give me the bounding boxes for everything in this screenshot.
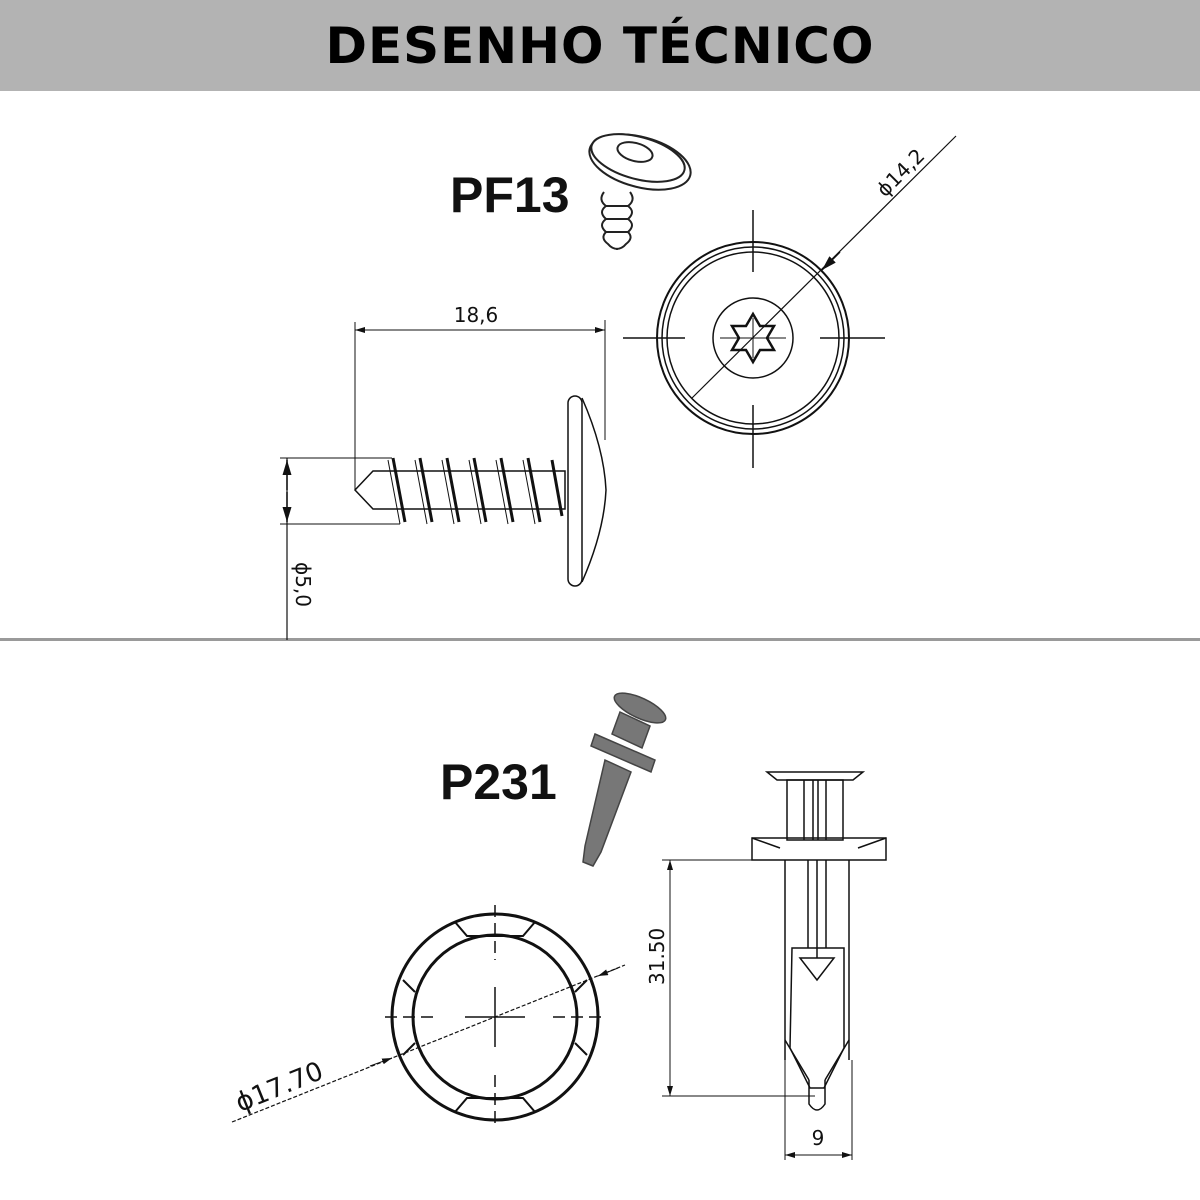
p231-3d-clip-icon (582, 692, 667, 867)
p231-length-label: 31.50 (645, 928, 669, 985)
p231-side-view (662, 771, 887, 1160)
pf13-front-view (623, 135, 957, 468)
header-bar: DESENHO TÉCNICO (0, 0, 1200, 91)
pf13-side-view (280, 320, 607, 640)
pf13-3d-screw-icon (588, 133, 692, 250)
p231-width-label: 9 (812, 1126, 825, 1150)
page-title: DESENHO TÉCNICO (325, 16, 875, 75)
pf13-length-label: 18,6 (454, 303, 499, 327)
part-label-pf13: PF13 (450, 167, 570, 223)
part-label-p231: P231 (440, 754, 557, 810)
pf13-thread-diameter-label: ϕ5,0 (291, 562, 315, 607)
p231-top-view (231, 905, 626, 1128)
pf13-head-diameter-label: ϕ14,2 (872, 144, 930, 202)
p231-head-diameter-label: ϕ17.70 (231, 1056, 327, 1118)
section-divider (0, 638, 1200, 641)
